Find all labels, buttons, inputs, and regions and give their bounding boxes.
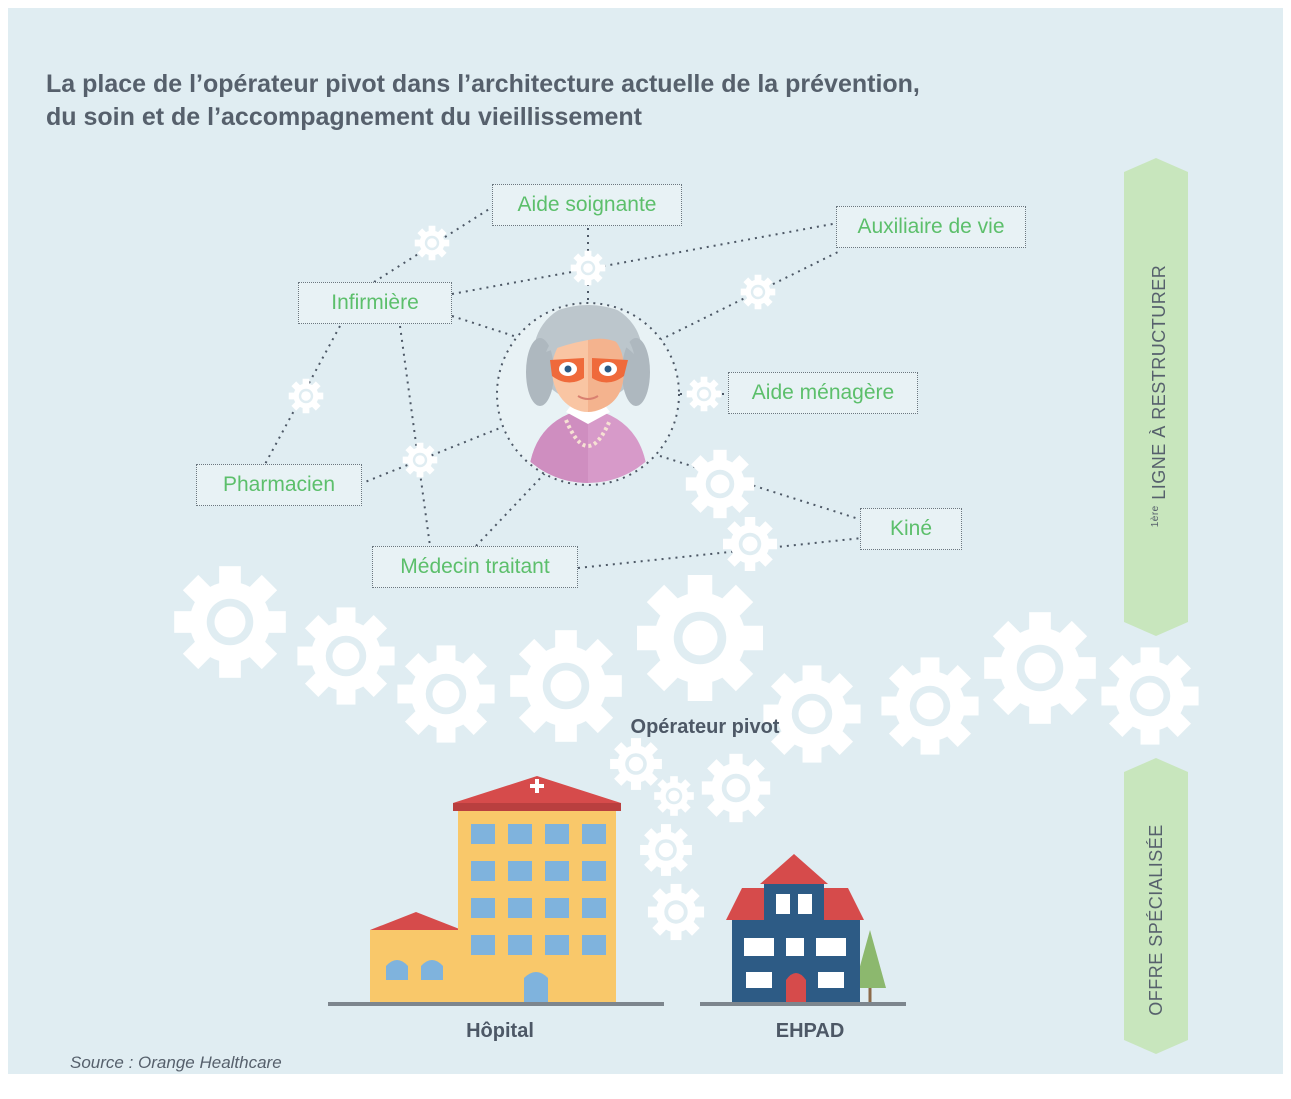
hopital-label: Hôpital bbox=[466, 1020, 534, 1042]
title-line-2: du soin et de l’accompagnement du vieill… bbox=[46, 103, 642, 131]
side-band-first-line bbox=[1124, 158, 1188, 636]
node-aide-menagere: Aide ménagère bbox=[728, 372, 918, 414]
ehpad-ground bbox=[700, 1002, 906, 1006]
source-note: Source : Orange Healthcare bbox=[70, 1053, 282, 1072]
node-pharmacien: Pharmacien bbox=[196, 464, 362, 506]
side-label-specialised: OFFRE SPÉCIALISÉE bbox=[1146, 824, 1166, 1016]
node-infirmiere: Infirmière bbox=[298, 282, 452, 324]
node-aide-soignante: Aide soignante bbox=[492, 184, 682, 226]
title-line-1: La place de l’opérateur pivot dans l’arc… bbox=[46, 70, 920, 98]
side-band-specialised bbox=[1124, 758, 1188, 1054]
operateur-pivot-label: Opérateur pivot bbox=[630, 716, 780, 738]
senior-avatar bbox=[496, 302, 680, 486]
hospital-building bbox=[370, 776, 621, 1002]
side-label-first-line: 1ère LIGNE À RESTRUCTURER bbox=[1144, 246, 1169, 546]
ehpad-label: EHPAD bbox=[775, 1020, 845, 1042]
node-medecin-traitant: Médecin traitant bbox=[372, 546, 578, 588]
side-label-superscript: 1ère bbox=[1150, 505, 1161, 528]
node-auxiliaire-de-vie: Auxiliaire de vie bbox=[836, 206, 1026, 248]
hospital-ground bbox=[328, 1002, 664, 1006]
node-kine: Kiné bbox=[860, 508, 962, 550]
infographic-title: La place de l’opérateur pivot dans l’arc… bbox=[46, 68, 1046, 134]
ehpad-building bbox=[726, 854, 886, 1002]
side-label-first-line-text: LIGNE À RESTRUCTURER bbox=[1149, 264, 1169, 506]
